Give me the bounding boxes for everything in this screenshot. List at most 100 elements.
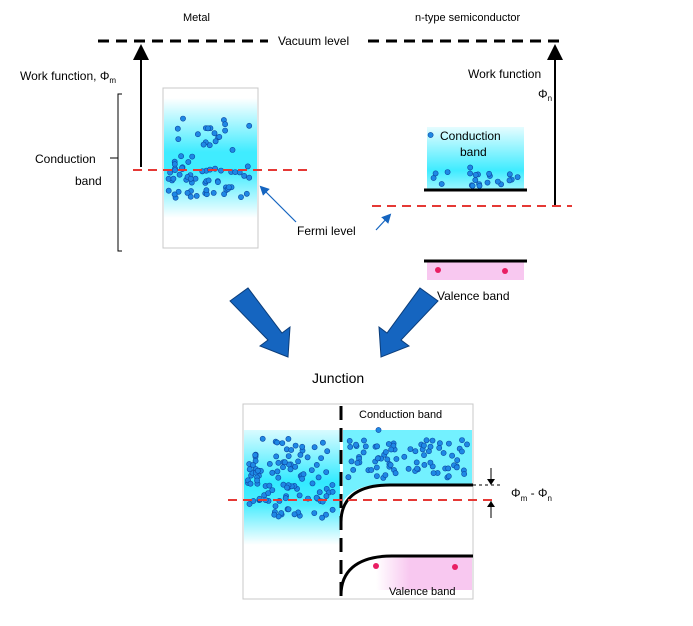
electron: [250, 462, 256, 468]
junction-conduction-label: Conduction band: [359, 409, 442, 421]
electron: [486, 170, 492, 177]
electron: [461, 471, 468, 477]
metal-title: Metal: [183, 12, 210, 24]
electron: [348, 458, 355, 465]
electron: [323, 493, 330, 500]
electron: [329, 506, 336, 513]
hole: [435, 267, 441, 273]
electron: [308, 467, 315, 473]
electron: [175, 136, 182, 142]
electron: [459, 437, 465, 443]
electron: [259, 435, 266, 442]
electron: [384, 456, 391, 463]
electron: [274, 439, 280, 446]
electron: [388, 446, 395, 453]
electron: [265, 490, 272, 496]
electron: [288, 447, 295, 453]
semi-conduction-label-line1: Conduction: [440, 129, 501, 143]
electron: [165, 187, 172, 194]
electron: [427, 132, 434, 138]
electron: [319, 514, 325, 521]
electron: [311, 444, 318, 451]
electron: [449, 452, 455, 459]
electron: [432, 170, 439, 177]
fermi-arrow-right: [375, 213, 392, 231]
electron: [280, 464, 286, 471]
semi-conduction-label-line2: band: [460, 145, 487, 159]
electron: [205, 177, 212, 184]
merge-arrow-right: [378, 287, 439, 358]
electron: [476, 182, 483, 189]
electron: [292, 442, 299, 449]
electron: [472, 171, 479, 178]
hole: [452, 564, 458, 570]
electron: [222, 127, 228, 134]
electron: [269, 469, 276, 476]
electron: [285, 506, 292, 513]
electron: [469, 182, 476, 189]
metal-band-bracket: [117, 93, 122, 252]
electron: [212, 138, 219, 145]
electron: [354, 459, 361, 466]
electron: [454, 457, 461, 464]
electron: [387, 462, 394, 468]
electron: [252, 458, 259, 464]
electron: [427, 459, 434, 466]
junction-valence-label: Valence band: [389, 586, 455, 598]
bent-valence-band: [339, 554, 473, 596]
electron: [429, 437, 436, 444]
electron: [304, 454, 311, 461]
bent-conduction-band: [339, 483, 473, 523]
electron: [440, 450, 447, 456]
electron: [374, 455, 381, 462]
electron: [374, 443, 380, 450]
electron: [506, 177, 513, 184]
electron: [414, 465, 420, 472]
electron: [420, 442, 427, 449]
fermi-arrow-left: [259, 185, 297, 223]
electron: [458, 448, 465, 455]
electron: [444, 169, 451, 175]
electron: [175, 188, 182, 195]
electron: [467, 164, 474, 171]
electron: [313, 494, 320, 501]
electron: [244, 163, 251, 170]
electron: [200, 141, 207, 148]
electron: [436, 444, 443, 451]
electron: [393, 456, 400, 462]
metal-conduction-label-line1: Conduction: [35, 152, 96, 166]
electron: [232, 169, 239, 175]
valence-band-label: Valence band: [437, 289, 510, 303]
electron: [180, 115, 186, 122]
electron: [285, 453, 292, 459]
electron: [382, 449, 389, 455]
electron: [203, 187, 210, 194]
electron: [438, 181, 445, 187]
barrier-height-label: Φm - Φn: [511, 486, 552, 503]
junction-title: Junction: [312, 370, 364, 386]
electron: [214, 179, 221, 185]
electron: [392, 470, 399, 477]
electron: [284, 484, 290, 491]
electron: [350, 466, 357, 473]
electron: [401, 453, 408, 460]
electron: [299, 443, 306, 450]
electron: [291, 511, 298, 518]
electron: [445, 473, 452, 480]
electron: [246, 174, 253, 181]
electron: [210, 189, 217, 196]
electron: [453, 464, 460, 471]
electron: [187, 175, 194, 182]
electron: [273, 453, 280, 460]
electron: [206, 142, 213, 149]
electron: [281, 459, 288, 466]
electron: [271, 511, 278, 518]
electron: [184, 189, 191, 196]
electron: [287, 466, 294, 473]
electron: [292, 463, 299, 470]
electron: [318, 455, 324, 461]
electron: [174, 125, 181, 132]
electron: [269, 487, 276, 493]
hole: [373, 563, 379, 569]
electron: [193, 192, 200, 199]
